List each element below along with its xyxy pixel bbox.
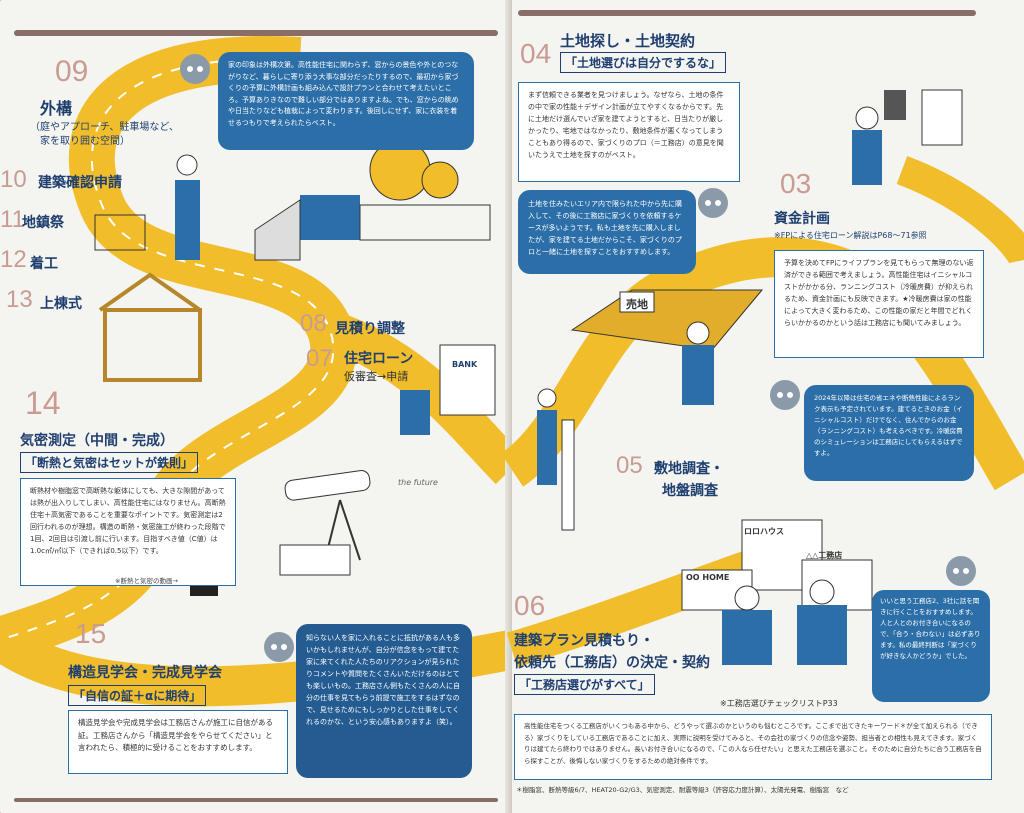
step-title-15: 構造見学会・完成見学会	[68, 665, 222, 681]
step-text-03: 予算を決めてFPにライフプランを見てもらって無理のない返済ができる範囲で考えまし…	[774, 250, 984, 358]
top-rule	[518, 10, 976, 16]
step-text-03-body: 予算を決めてFPにライフプランを見てもらって無理のない返済ができる範囲で考えまし…	[784, 259, 974, 327]
step-title-05b: 地盤調査	[662, 483, 718, 499]
step-sub-03: ※FPによる住宅ローン解説はP68〜71参照	[774, 231, 927, 240]
step-title-13: 上棟式	[40, 296, 82, 312]
house-sign-1: ロロハウス	[744, 527, 784, 536]
step-title-06a: 建築プラン見積もり・	[514, 633, 654, 649]
mascot-icon	[698, 188, 728, 218]
step-title-11: 地鎮祭	[22, 215, 64, 231]
video-link[interactable]: ※断熱と気密の動画→	[115, 577, 178, 585]
step-title-14: 気密測定（中間・完成）	[20, 433, 174, 449]
step-title-12: 着工	[30, 256, 58, 272]
step-sub-07: 仮審査→申請	[344, 370, 409, 383]
step-title-09: 外構	[40, 99, 73, 118]
top-rule	[14, 30, 498, 36]
comment-bubble-03: 2024年以降は住宅の省エネや断熱性能によるランク表示も予定されています。建てる…	[804, 385, 974, 481]
step-title-05a: 敷地調査・	[654, 461, 724, 477]
step-number-12: 12	[0, 246, 27, 273]
left-page: 09 外構 （庭やアプローチ、駐車場など、 家を取り囲む空間） 家の印象は外構次…	[0, 0, 525, 813]
mascot-icon	[770, 380, 800, 410]
comment-bubble-09: 家の印象は外構次第。高性能住宅に関わらず、窓からの景色や外とのつながりなど、暮ら…	[218, 52, 474, 150]
step-text-15-body: 構造見学会や完成見学会は工務店さんが施工に自信がある証。工務店さんから「構造見学…	[78, 718, 273, 752]
step-text-14-body: 断熱材や樹脂窓で高断熱な躯体にしても、大きな隙間があっては熱が出入りしてしまい、…	[30, 487, 226, 555]
step-text-04-body: まず信頼できる業者を見つけましょう。なぜなら、土地の条件の中で家の性能＋デザイン…	[528, 91, 724, 159]
step-text-14: 断熱材や樹脂窓で高断熱な躯体にしても、大きな隙間があっては熱が出入りしてしまい、…	[20, 478, 236, 586]
step-title-07: 住宅ローン	[344, 351, 414, 367]
step-number-09: 09	[55, 55, 89, 88]
step-text-04: まず信頼できる業者を見つけましょう。なぜなら、土地の条件の中で家の性能＋デザイン…	[518, 82, 740, 182]
keyword-footnote: ＊樹脂窓、断熱等級6/7、HEAT20-G2/G3、気密測定、耐震等級3（許容応…	[516, 786, 849, 794]
mascot-icon	[946, 556, 976, 586]
decorative-text: the future	[398, 478, 438, 487]
step-title-03: 資金計画	[774, 211, 830, 227]
step-number-07: 07	[306, 345, 333, 372]
step-number-03: 03	[780, 168, 812, 199]
step-number-13: 13	[6, 286, 33, 313]
step-number-06: 06	[514, 590, 546, 621]
step-subtitle-09b: 家を取り囲む空間）	[40, 136, 130, 147]
step-number-15: 15	[75, 618, 107, 649]
step-title-08: 見積り調整	[335, 321, 405, 337]
step-text-06-body: 高性能住宅をつくる工務店がいくつもある中から、どうやって選ぶのかというのも悩むと…	[524, 722, 982, 765]
checklist-ref: ※工務店選びチェックリストP33	[720, 699, 838, 708]
step-number-05: 05	[616, 452, 643, 479]
comment-bubble-15: 知らない人を家に入れることに抵抗がある人も多いかもしれませんが、自分が信念をもっ…	[296, 624, 472, 778]
step-quote-06: 「工務店選びがすべて」	[514, 674, 655, 695]
step-title-06b: 依頼先（工務店）の決定・契約	[514, 655, 710, 671]
comment-bubble-06: いいと思う工務店2、3社に話を聞きに行くことをおすすめします。人と人とのお付き合…	[872, 590, 990, 702]
house-sign-2: △△工務店	[806, 551, 843, 560]
bottom-rule	[14, 798, 498, 802]
step-number-11: 11	[0, 206, 25, 233]
comment-bubble-04: 土地を住みたいエリア内で限られた中から先に購入して、その後に工務店に家づくりを依…	[518, 190, 696, 274]
step-number-04: 04	[520, 38, 552, 69]
mascot-icon	[180, 54, 210, 84]
step-text-06: 高性能住宅をつくる工務店がいくつもある中から、どうやって選ぶのかというのも悩むと…	[514, 714, 992, 780]
step-text-15: 構造見学会や完成見学会は工務店さんが施工に自信がある証。工務店さんから「構造見学…	[68, 710, 288, 774]
step-subtitle-09a: （庭やアプローチ、駐車場など、	[30, 122, 179, 133]
step-quote-04: 「土地選びは自分でするな」	[560, 52, 727, 73]
step-quote-14: 「断熱と気密はセットが鉄則」	[20, 452, 199, 473]
step-quote-15: 「自信の証＋αに期待」	[68, 685, 207, 706]
land-sign: 売地	[626, 298, 648, 311]
mascot-icon	[264, 632, 294, 662]
step-number-14: 14	[25, 385, 61, 421]
step-number-10: 10	[0, 166, 27, 193]
step-title-04: 土地探し・土地契約	[560, 32, 696, 50]
step-title-10: 建築確認申請	[38, 175, 122, 191]
house-sign-3: OO HOME	[686, 573, 730, 582]
right-page: 04 土地探し・土地契約 「土地選びは自分でするな」 まず信頼できる業者を見つけ…	[500, 0, 1024, 813]
step-number-08: 08	[300, 310, 327, 337]
bank-sign: BANK	[452, 360, 478, 369]
